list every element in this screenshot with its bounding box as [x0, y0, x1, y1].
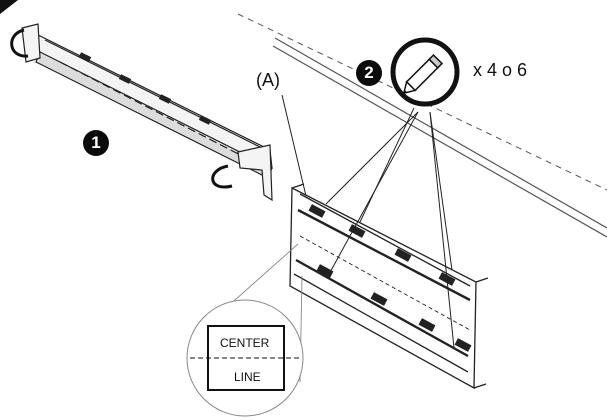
hook-arrow-left: [10, 28, 29, 58]
hook-arrow-right: [211, 164, 233, 189]
part-a-leader: [281, 94, 307, 197]
part-a-label: (A): [256, 70, 280, 90]
horizontal-rail: [21, 23, 273, 202]
mounting-plate: [289, 183, 489, 390]
quantity-label: x 4 o 6: [473, 60, 528, 80]
step-1-badge: 1: [83, 130, 109, 156]
corner-marker: [0, 0, 18, 14]
line-label: LINE: [234, 370, 261, 384]
wall-edge: [237, 13, 607, 238]
detail-callout: [186, 243, 304, 417]
center-label: CENTER: [220, 336, 270, 350]
step-2-badge: 2: [356, 60, 382, 86]
pencil-icon: [402, 53, 444, 95]
marking-leaders: [325, 107, 455, 349]
